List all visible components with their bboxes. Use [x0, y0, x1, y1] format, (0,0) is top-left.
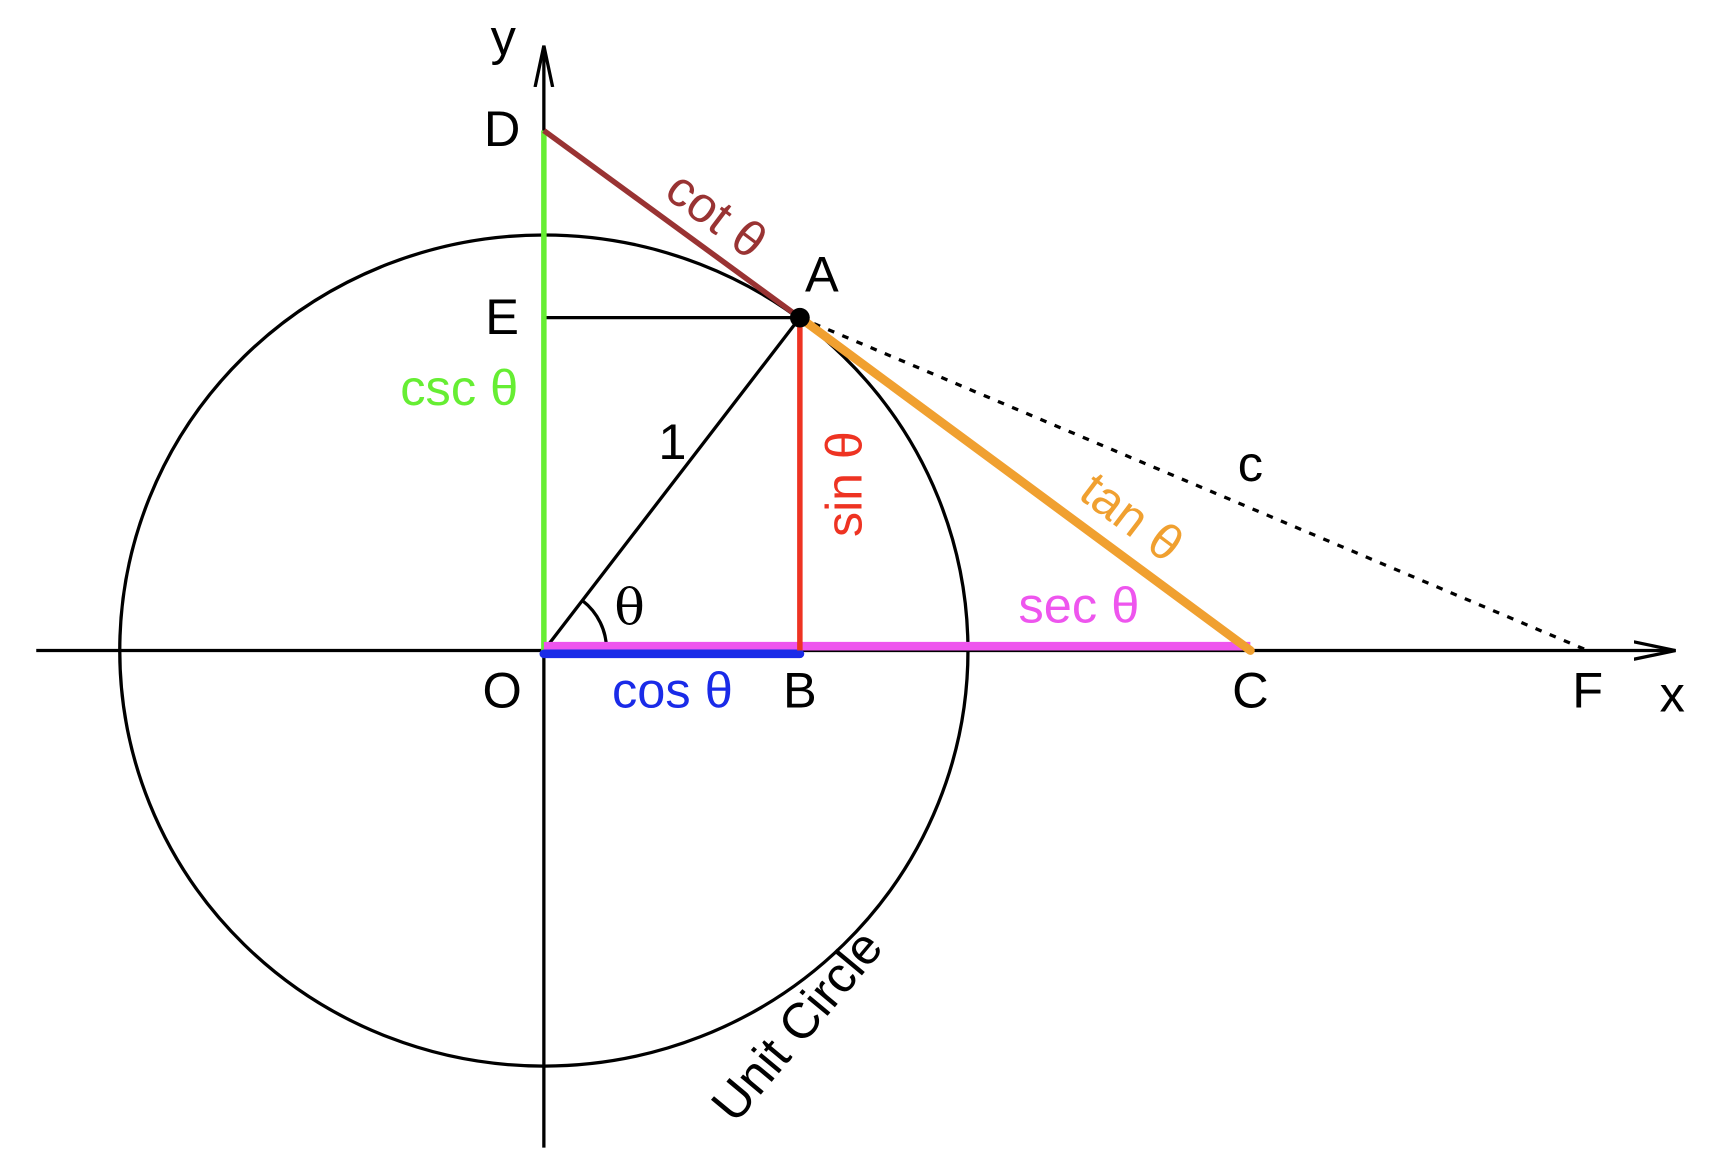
point-D-label: D [484, 100, 520, 157]
radius-OA [542, 316, 802, 652]
point-A-label: A [805, 246, 839, 303]
cot-segment [542, 128, 802, 320]
point-C-label: C [1232, 661, 1268, 718]
tan-label: tan θ [1070, 461, 1194, 573]
cos-label: cos θ [612, 661, 733, 718]
sin-label: sin θ [815, 431, 872, 537]
cot-label: cot θ [656, 159, 778, 270]
y-axis-label: y [491, 9, 517, 66]
point-E-label: E [485, 288, 519, 345]
csc-label: csc θ [400, 359, 518, 416]
x-axis-label: x [1660, 666, 1685, 723]
point-A-dot [789, 307, 810, 328]
tan-segment [795, 313, 1255, 655]
sec-label: sec θ [1019, 577, 1140, 634]
theta-label: θ [614, 578, 644, 637]
point-B-label: B [783, 661, 817, 718]
radius-label: 1 [658, 413, 686, 470]
point-F-label: F [1572, 661, 1603, 718]
point-O-label: O [482, 661, 521, 718]
segment-c-label: c [1238, 435, 1263, 492]
segment-AF-dotted [799, 316, 1589, 653]
